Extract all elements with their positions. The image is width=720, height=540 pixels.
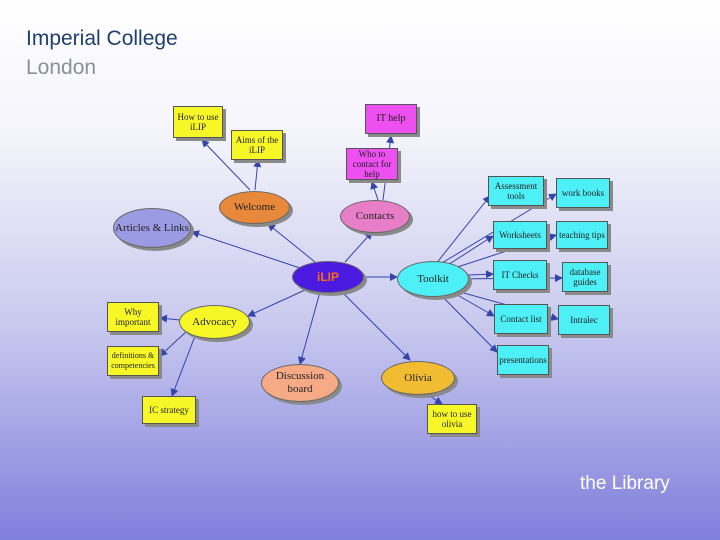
link-ilip-advocacy [247, 289, 306, 317]
node-definitions-competencies[interactable]: definitions & competencies [107, 346, 159, 376]
link-welcome-howto [201, 139, 251, 191]
node-presentations[interactable]: presentations [497, 345, 549, 375]
node-it-help[interactable]: IT help [365, 104, 417, 134]
node-olivia[interactable]: Olivia [381, 361, 455, 395]
logo-line-1: Imperial College [26, 27, 178, 50]
node-assessment-tools[interactable]: Assessment tools [488, 176, 544, 206]
node-worksheets[interactable]: Worksheets [493, 221, 547, 249]
footer-label: the Library [580, 473, 670, 494]
link-ilip-discussion [298, 291, 321, 365]
node-how-to-use-ilip[interactable]: How to use iLIP [173, 106, 223, 138]
link-advocacy-definitions [159, 329, 189, 357]
node-welcome[interactable]: Welcome [219, 191, 290, 224]
node-who-to-contact[interactable]: Who to contact for help [346, 148, 398, 180]
node-articles-links[interactable]: Articles & Links [113, 208, 191, 248]
node-it-checks[interactable]: IT Checks [493, 260, 547, 290]
node-work-books[interactable]: work books [556, 178, 610, 208]
node-aims-of-the-ilip[interactable]: Aims of the iLIP [231, 130, 283, 160]
link-ilip-olivia [341, 291, 411, 361]
link-olivia-howto [424, 392, 443, 405]
link-welcome-aims [253, 159, 262, 191]
node-contact-list[interactable]: Contact list [494, 304, 548, 334]
node-discussion-board[interactable]: Discussion board [261, 364, 339, 402]
node-contacts[interactable]: Contacts [340, 200, 410, 233]
link-toolkit-assessment [434, 195, 491, 266]
node-ic-strategy[interactable]: IC strategy [142, 396, 196, 424]
node-toolkit[interactable]: Toolkit [397, 261, 469, 297]
node-intralec[interactable]: Intralec [558, 305, 610, 335]
node-teaching-tips[interactable]: teaching tips [556, 221, 608, 249]
node-ilip[interactable]: iLIP [292, 261, 364, 293]
logo-line-2: London [26, 56, 97, 79]
node-database-guides[interactable]: database guides [562, 262, 608, 292]
institution-logo: Imperial College London [26, 24, 178, 82]
link-advocacy-why [159, 314, 181, 323]
link-ilip-welcome [267, 223, 316, 263]
link-ilip-contacts [344, 231, 373, 263]
node-why-important[interactable]: Why important [107, 302, 159, 332]
link-toolkit-presentations [435, 289, 498, 353]
link-advocacy-strategy [170, 335, 196, 397]
link-contacts-who [370, 181, 379, 201]
node-advocacy[interactable]: Advocacy [179, 305, 250, 339]
link-ilip-articles [191, 230, 301, 269]
node-how-to-use-olivia[interactable]: how to use olivia [427, 404, 477, 434]
